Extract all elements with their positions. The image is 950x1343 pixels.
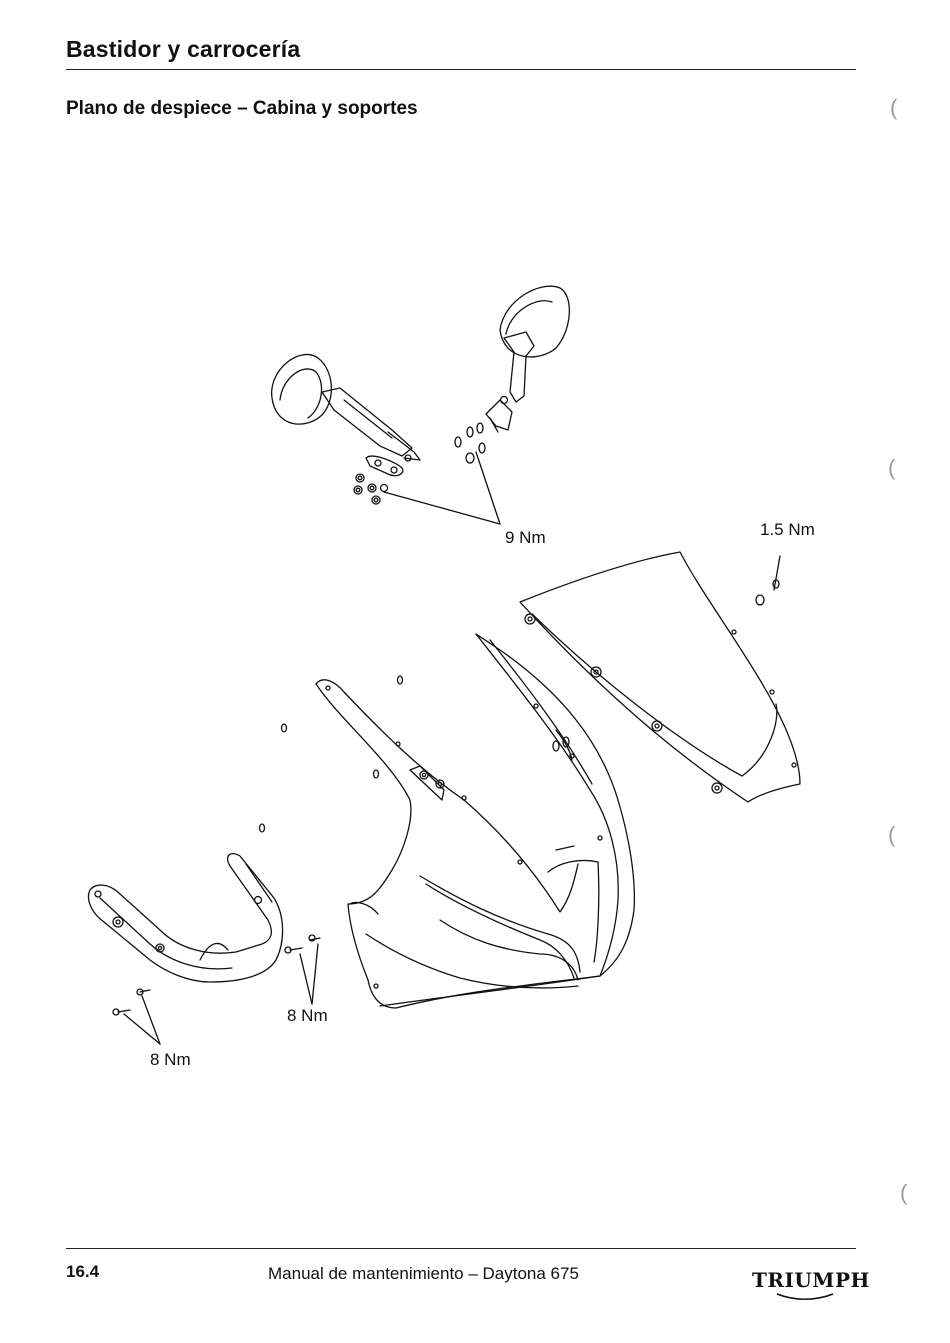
- right-mirror-fixings: [455, 418, 498, 463]
- manual-title: Manual de mantenimiento – Daytona 675: [268, 1264, 579, 1284]
- left-mirror: [272, 354, 420, 460]
- scan-mark: (: [890, 95, 897, 121]
- torque-label-bracket-left: 8 Nm: [150, 1050, 191, 1070]
- triumph-logo: TRIUMPH: [752, 1268, 870, 1292]
- nose-fairing: [316, 634, 634, 1008]
- right-mirror: [486, 286, 569, 430]
- scan-mark: (: [900, 1180, 907, 1206]
- torque-label-screen: 1.5 Nm: [760, 520, 815, 540]
- scan-mark: (: [888, 822, 895, 848]
- torque-label-mirror: 9 Nm: [505, 528, 546, 548]
- page-number: 16.4: [66, 1262, 99, 1282]
- windscreen: [520, 552, 800, 802]
- torque-label-bracket-right: 8 Nm: [287, 1006, 328, 1026]
- logo-swoosh-icon: [775, 1292, 835, 1302]
- lower-bracket: [89, 854, 283, 982]
- scan-mark: (: [888, 455, 895, 481]
- footer-rule: [66, 1248, 856, 1249]
